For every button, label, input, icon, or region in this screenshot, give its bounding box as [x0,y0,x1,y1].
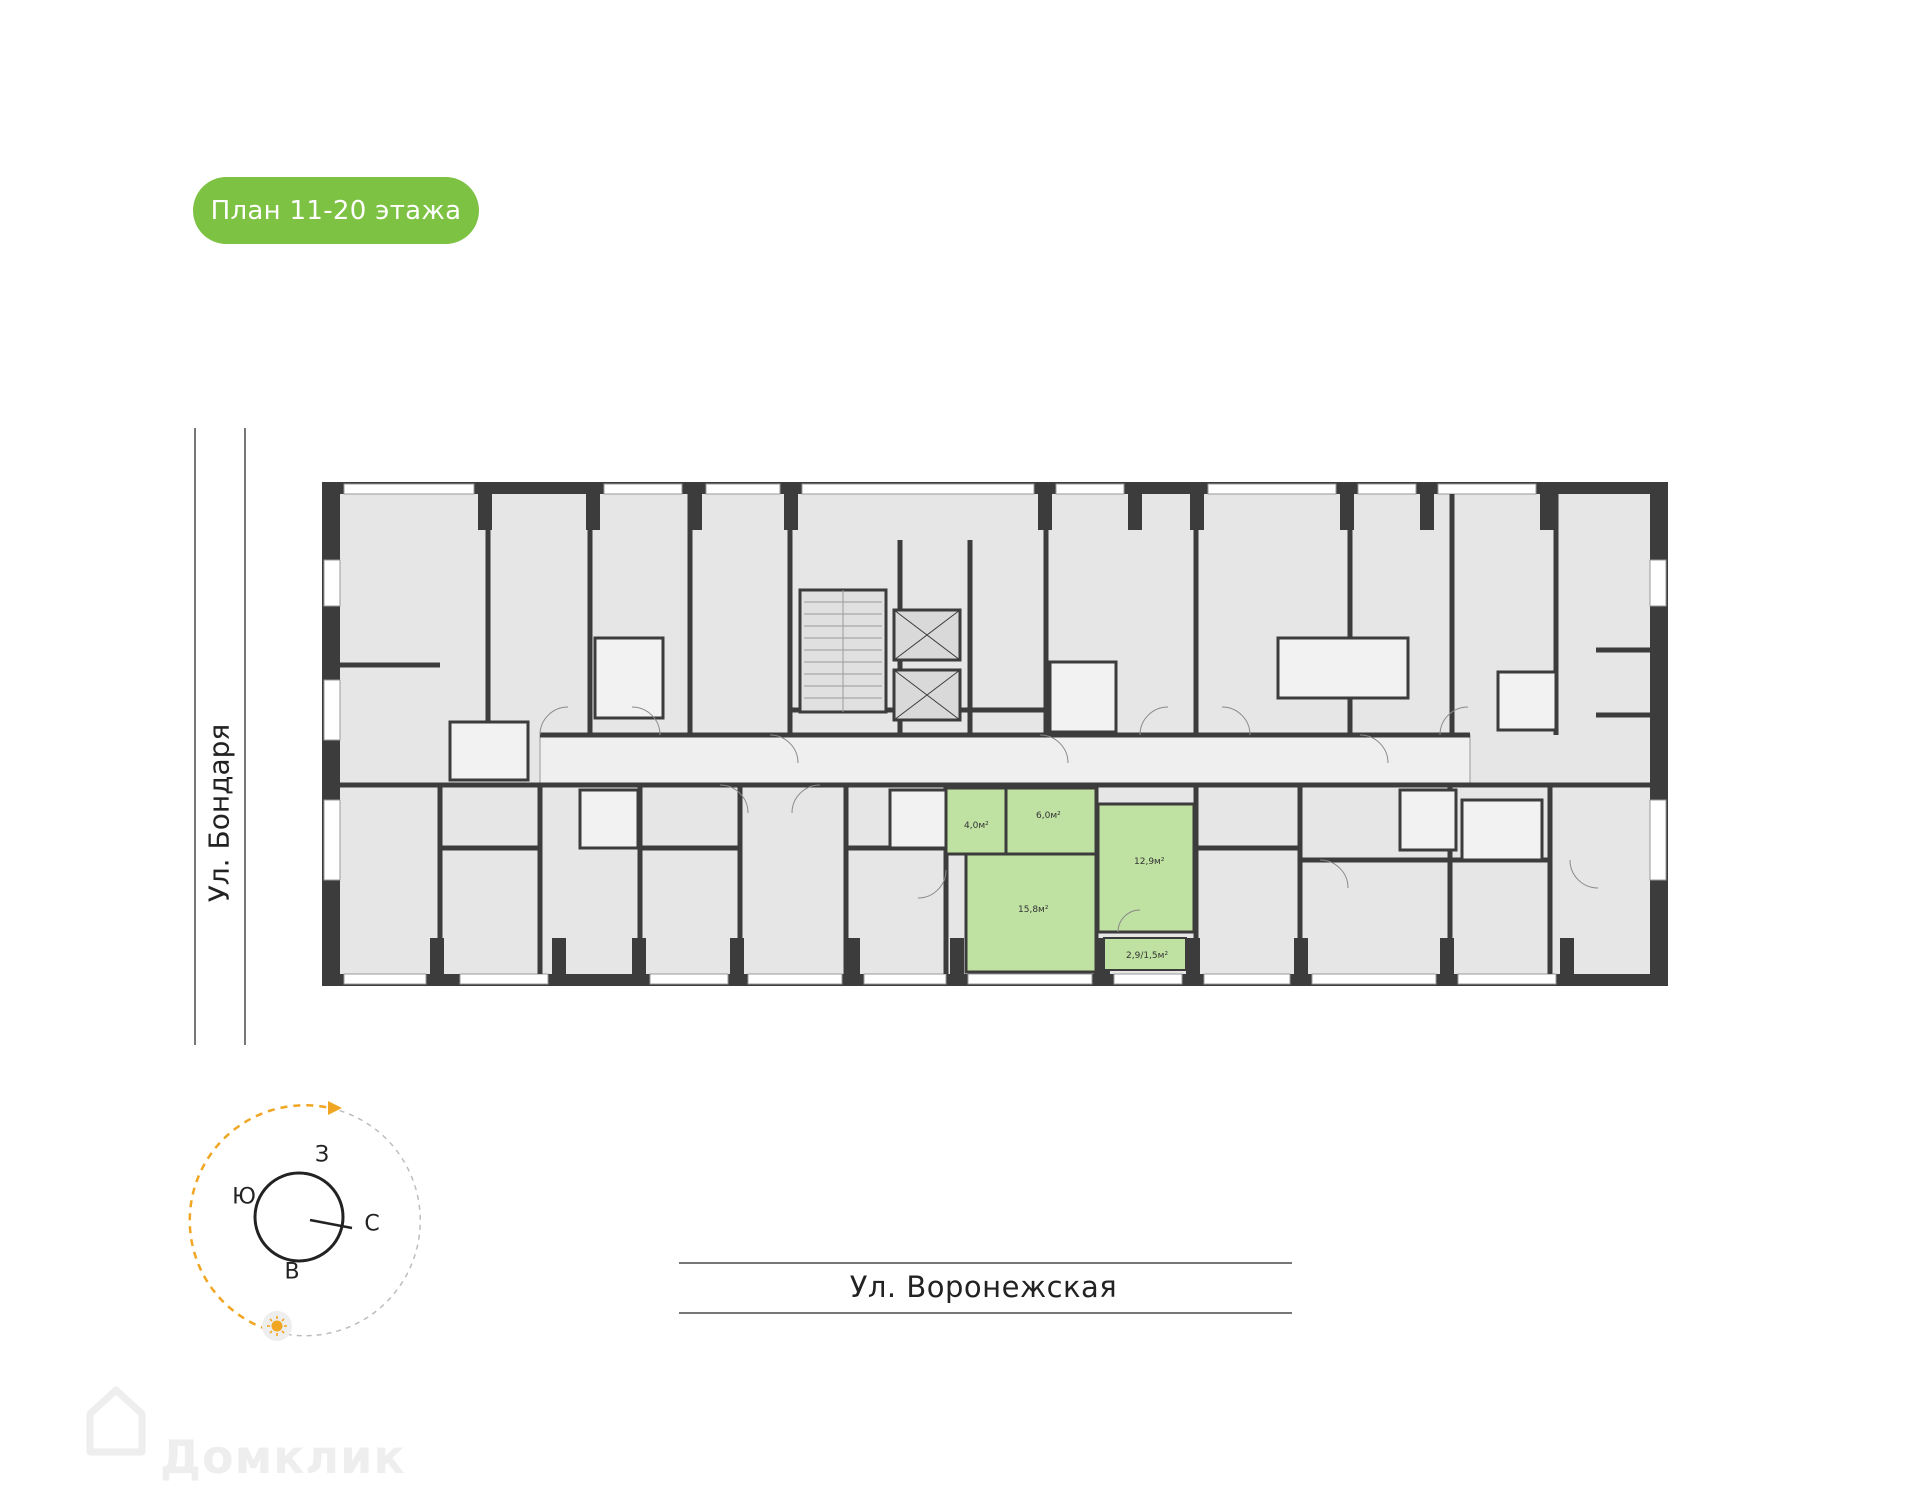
doors [539,706,1599,933]
compass-circle [253,1171,345,1263]
room-hall [1004,786,1098,856]
compass-needle [309,1218,353,1230]
compass-east: В [284,1259,300,1285]
domclick-logo-icon [86,1386,146,1456]
room-kitchen-living-area: 15,8м² [1018,905,1049,915]
street-left-line-1 [194,428,196,1045]
highlighted-apartment: 4,0м² 6,0м² 15,8м² 12,9м² 2,9/1,5м² [944,786,1196,974]
room-bedroom [1096,802,1196,934]
compass-south: Ю [232,1184,256,1210]
room-bathroom [944,786,1008,856]
elevators [892,608,962,722]
sun-path-arrow [328,1101,342,1115]
street-left-line-2 [244,428,246,1045]
compass-west: З [314,1142,330,1168]
bathrooms [448,636,1558,862]
street-bottom-line-1 [679,1262,1292,1264]
windows [323,483,1667,985]
watermark: Домклик [160,1430,406,1484]
room-balcony-area: 2,9/1,5м² [1126,951,1168,961]
sun-path-night [279,1107,421,1337]
room-bathroom-area: 4,0м² [964,821,989,831]
corridor [539,734,1471,784]
compass-north: С [364,1211,380,1237]
floor-badge-label: План 11-20 этажа [210,195,462,226]
compass [188,1101,421,1341]
room-kitchen-living [964,852,1098,974]
room-balcony [1103,937,1187,971]
sun-path-day [188,1104,331,1335]
street-bottom-label: Ул. Воронежская [849,1270,1118,1304]
street-bottom-line-2 [679,1312,1292,1314]
stair-core [798,588,888,714]
room-hall-area: 6,0м² [1036,811,1061,821]
sun-icon [262,1311,292,1341]
room-bedroom-area: 12,9м² [1134,857,1165,867]
floor-badge: План 11-20 этажа [193,177,479,244]
